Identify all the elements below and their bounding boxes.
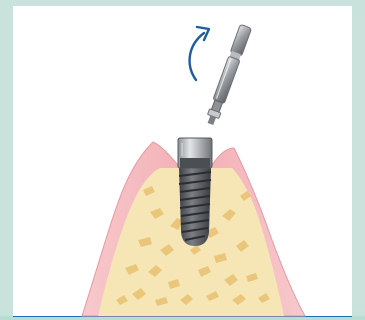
implant-collar (178, 138, 212, 168)
driver-tool (205, 24, 252, 126)
implant-body (179, 168, 211, 246)
curved-arrow-icon (190, 27, 209, 80)
